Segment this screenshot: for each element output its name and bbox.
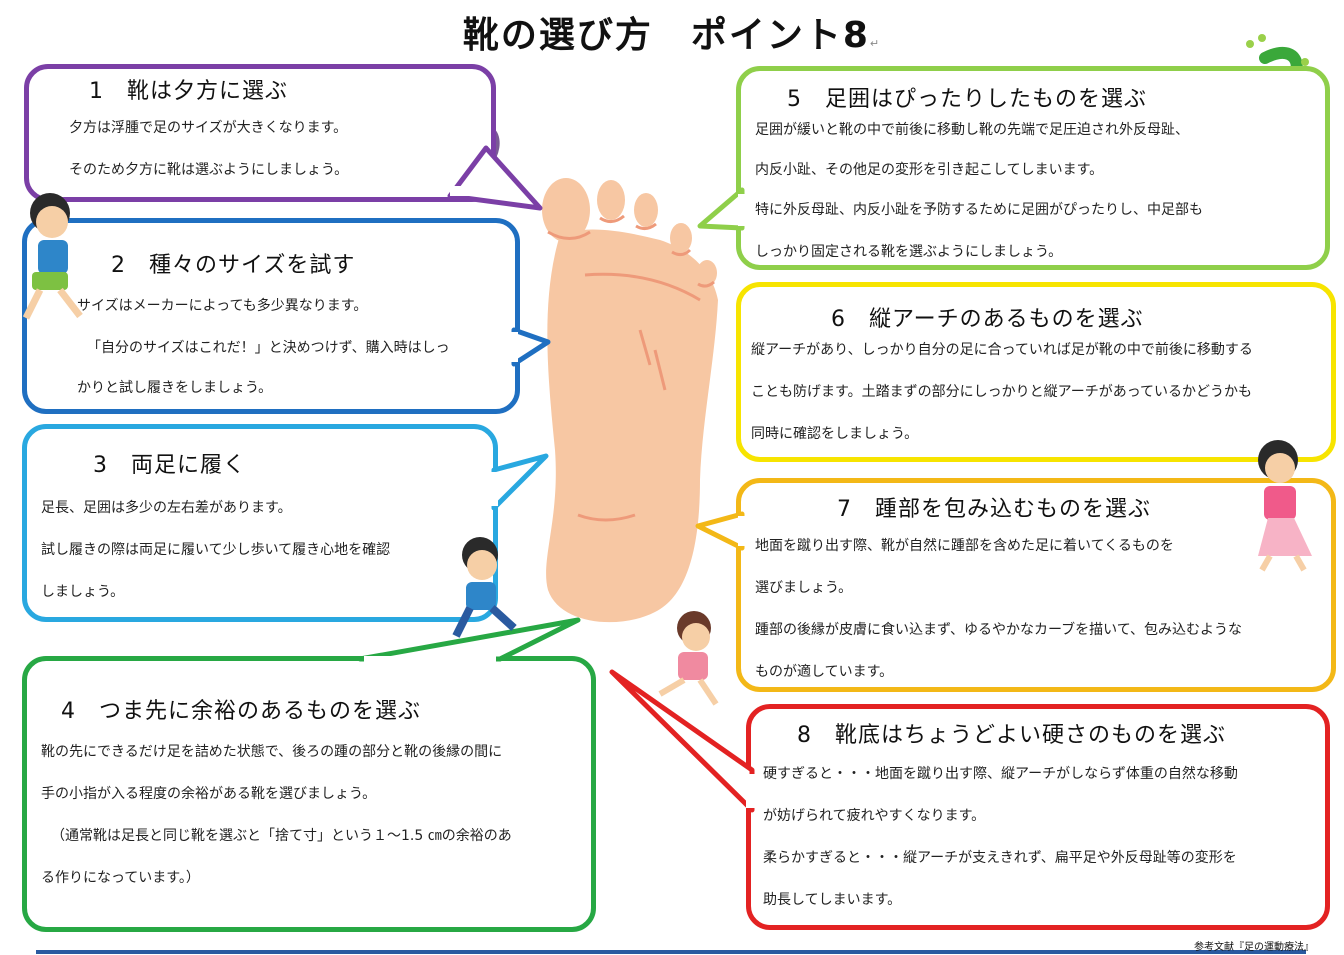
point-4-line: る作りになっています。） — [41, 870, 200, 886]
point-3-bubble: 3 両足に履く 足長、足囲は多少の左右差があります。 試し履きの際は両足に履いて… — [22, 424, 498, 622]
point-7-line: 地面を蹴り出す際、靴が自然に踵部を含めた足に着いてくるものを — [755, 538, 1174, 554]
point-4-line: 手の小指が入る程度の余裕がある靴を選びましょう。 — [41, 786, 377, 802]
point-8-line: 硬すぎると・・・地面を蹴り出す際、縦アーチがしならず体重の自然な移動 — [763, 766, 1238, 782]
point-3-heading: 3 両足に履く — [93, 453, 246, 478]
point-4-line: 靴の先にできるだけ足を詰めた状態で、後ろの踵の部分と靴の後縁の間に — [41, 744, 503, 760]
point-5-line: 足囲が緩いと靴の中で前後に移動し靴の先端で足圧迫され外反母趾、 — [755, 122, 1189, 138]
girl-running-illustration — [658, 611, 719, 706]
point-1-line: 夕方は浮腫で足のサイズが大きくなります。 — [69, 120, 348, 136]
point-2-line: サイズはメーカーによっても多少異なります。 — [77, 298, 368, 314]
point-5-line: しっかり固定される靴を選ぶようにしましょう。 — [755, 244, 1063, 260]
point-6-line: ことも防げます。土踏まずの部分にしっかりと縦アーチがあっているかどうかも — [751, 384, 1253, 400]
point-8-line: が妨げられて疲れやすくなります。 — [763, 808, 986, 824]
reference-text: 参考文献『足の運動療法』 — [1194, 942, 1314, 953]
point-7-heading: 7 踵部を包み込むものを選ぶ — [837, 497, 1151, 522]
point-7-line: 踵部の後縁が皮膚に食い込まず、ゆるやかなカーブを描いて、包み込むような — [755, 622, 1243, 638]
point-4-heading: 4 つま先に余裕のあるものを選ぶ — [61, 699, 421, 724]
point-2-bubble: 2 種々のサイズを試す サイズはメーカーによっても多少異なります。 「自分のサイ… — [22, 218, 520, 414]
point-1-line: そのため夕方に靴は選ぶようにしましょう。 — [69, 162, 349, 178]
point-6-line: 縦アーチがあり、しっかり自分の足に合っていれば足が靴の中で前後に移動する — [751, 342, 1253, 358]
point-6-line: 同時に確認をしましょう。 — [751, 426, 919, 442]
point-3-line: 試し履きの際は両足に履いて少し歩いて履き心地を確認 — [41, 542, 391, 558]
point-5-line: 内反小趾、その他足の変形を引き起こしてしまいます。 — [755, 162, 1104, 178]
point-3-line: 足長、足囲は多少の左右差があります。 — [41, 500, 292, 516]
point-7-line: 選びましょう。 — [755, 580, 853, 596]
foot-illustration — [542, 178, 718, 623]
point-8-heading: 8 靴底はちょうどよい硬さのものを選ぶ — [797, 723, 1226, 748]
point-7-bubble: 7 踵部を包み込むものを選ぶ 地面を蹴り出す際、靴が自然に踵部を含めた足に着いて… — [736, 478, 1336, 692]
point-8-line: 助長してしまいます。 — [763, 892, 902, 908]
point-7-line: ものが適しています。 — [755, 664, 894, 680]
point-5-bubble: 5 足囲はぴったりしたものを選ぶ 足囲が緩いと靴の中で前後に移動し靴の先端で足圧… — [736, 66, 1330, 270]
point-6-bubble: 6 縦アーチのあるものを選ぶ 縦アーチがあり、しっかり自分の足に合っていれば足が… — [736, 282, 1336, 462]
point-2-heading: 2 種々のサイズを試す — [111, 253, 356, 278]
point-5-heading: 5 足囲はぴったりしたものを選ぶ — [787, 87, 1147, 112]
point-6-heading: 6 縦アーチのあるものを選ぶ — [831, 307, 1144, 332]
point-4-bubble: 4 つま先に余裕のあるものを選ぶ 靴の先にできるだけ足を詰めた状態で、後ろの踵の… — [22, 656, 596, 932]
point-1-heading: 1 靴は夕方に選ぶ — [89, 79, 288, 104]
point-1-bubble: 1 靴は夕方に選ぶ 夕方は浮腫で足のサイズが大きくなります。 そのため夕方に靴は… — [24, 64, 496, 202]
point-4-line: （通常靴は足長と同じ靴を選ぶと「捨て寸」という１～1.5 ㎝の余裕のあ — [51, 828, 512, 844]
point-2-line: 「自分のサイズはこれだ！」と決めつけず、購入時はしっ — [87, 340, 450, 356]
page-title: 靴の選び方 ポイント8↵ — [462, 15, 882, 56]
footer-bar — [36, 950, 1306, 954]
point-2-line: かりと試し履きをしましょう。 — [77, 380, 273, 396]
point-8-line: 柔らかすぎると・・・縦アーチが支えきれず、扁平足や外反母趾等の変形を — [763, 850, 1237, 866]
point-3-line: しましょう。 — [41, 584, 125, 600]
point-5-line: 特に外反母趾、内反小趾を予防するために足囲がぴったりし、中足部も — [755, 202, 1203, 218]
point-8-bubble: 8 靴底はちょうどよい硬さのものを選ぶ 硬すぎると・・・地面を蹴り出す際、縦アー… — [746, 704, 1330, 930]
